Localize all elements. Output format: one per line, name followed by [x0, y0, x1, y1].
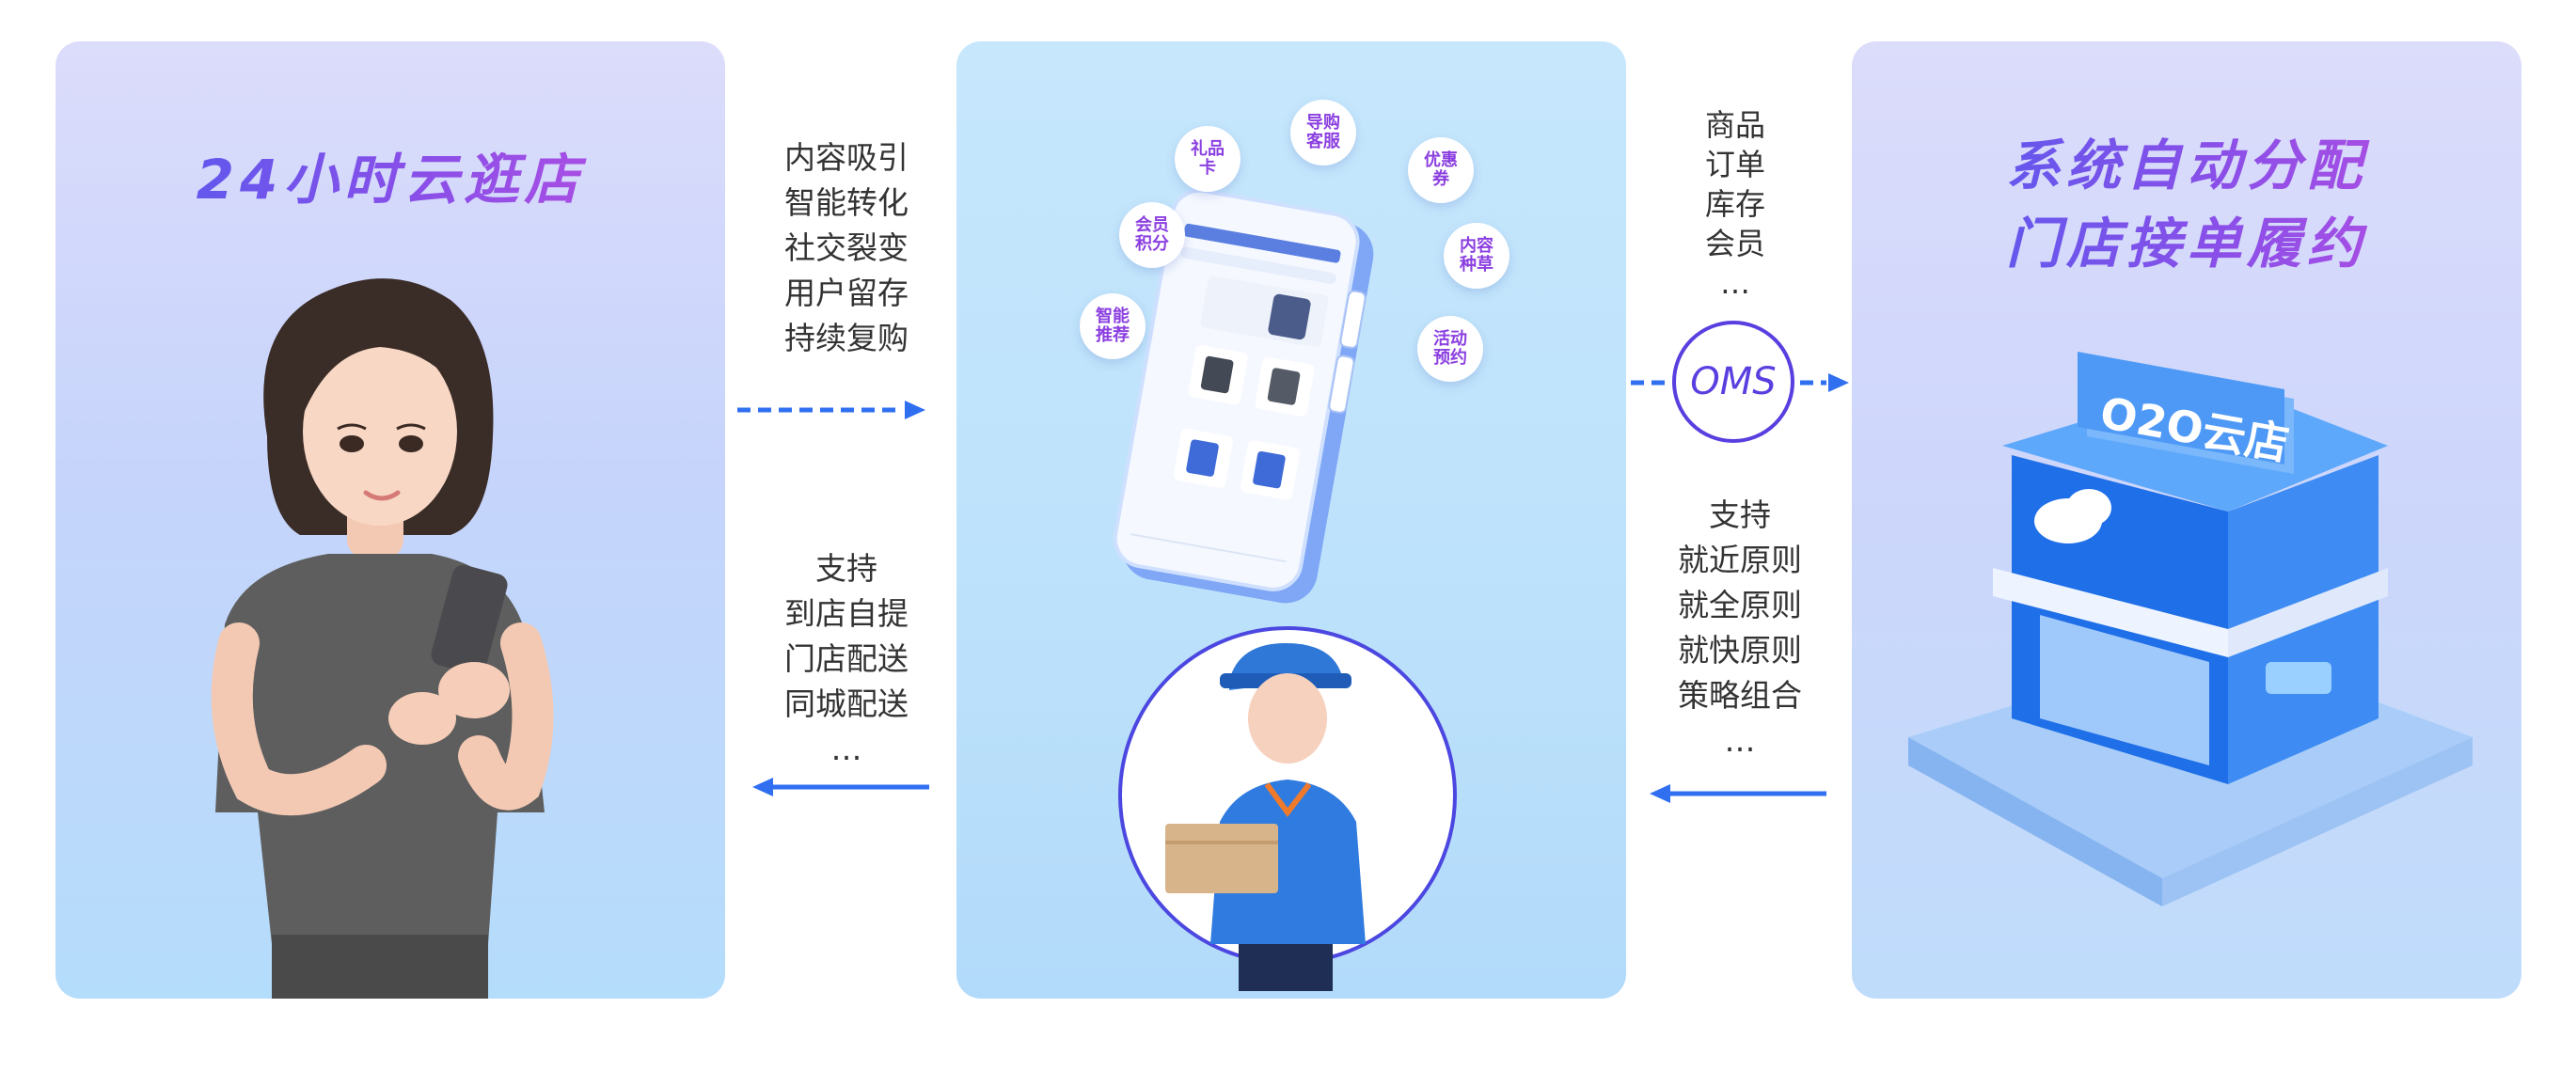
solid-arrow-left [752, 778, 929, 796]
strategy-item: … [1724, 722, 1756, 759]
strategy-item: 就近原则 [1678, 542, 1802, 578]
engagement-item: 社交裂变 [784, 229, 909, 266]
oms-input-item: 库存 [1704, 186, 1765, 222]
oms-node: OMS [1672, 321, 1794, 443]
engagement-item: 持续复购 [784, 320, 909, 356]
strategy-item: 策略组合 [1678, 677, 1802, 714]
left-panel-title: 24小时云逛店 [55, 135, 725, 214]
delivery-item: 支持 [815, 550, 877, 587]
delivery-item: 同城配送 [784, 685, 909, 722]
dashed-arrow-to-store [1631, 373, 1849, 392]
bubble-coupon: 优惠券 [1408, 137, 1474, 203]
delivery-item: 门店配送 [784, 640, 909, 677]
oms-label: OMS [1690, 360, 1777, 403]
courier-illustration [1118, 626, 1457, 991]
allocation-strategy-list: 支持 就近原则 就全原则 就快原则 策略组合 … [1665, 493, 1815, 764]
delivery-item: … [830, 731, 862, 767]
bubble-content-seeding: 内容种草 [1444, 223, 1509, 289]
phone-app-mockup [1113, 188, 1374, 604]
bubble-smart-recommend: 智能推荐 [1080, 293, 1146, 359]
left-panel: 24小时云逛店 [55, 41, 725, 999]
oms-inputs-list: 商品 订单 库存 会员 … [1679, 105, 1792, 303]
dashed-arrow-right [737, 401, 925, 419]
right-panel: 系统自动分配 门店接单履约 O2O云店 [1852, 41, 2521, 999]
bubble-gift-card: 礼品卡 [1175, 126, 1241, 192]
oms-input-item: 订单 [1704, 147, 1765, 182]
engagement-item: 智能转化 [784, 184, 909, 221]
bubble-event-booking: 活动预约 [1417, 316, 1483, 382]
engagement-item: 用户留存 [784, 275, 909, 311]
delivery-item: 到店自提 [784, 595, 909, 632]
oms-input-item: 商品 [1704, 107, 1765, 143]
strategy-item: 支持 [1709, 496, 1771, 533]
middle-panel: 礼品卡 导购客服 优惠券 会员积分 内容种草 智能推荐 活动预约 [956, 41, 1626, 999]
oms-input-item: … [1720, 265, 1750, 301]
bubble-shopping-guide: 导购客服 [1290, 100, 1356, 165]
strategy-item: 就全原则 [1678, 587, 1802, 623]
right-panel-title-line1: 系统自动分配 [1852, 121, 2521, 200]
engagement-item: 内容吸引 [784, 139, 909, 176]
engagement-list: 内容吸引 智能转化 社交裂变 用户留存 持续复购 [771, 135, 922, 361]
o2o-store-illustration: O2O云店 [1908, 352, 2473, 906]
strategy-item: 就快原则 [1678, 632, 1802, 669]
solid-arrow-from-store [1650, 784, 1826, 803]
oms-input-item: 会员 [1704, 226, 1765, 261]
right-panel-title-line2: 门店接单履约 [1852, 199, 2521, 278]
delivery-options-list: 支持 到店自提 门店配送 同城配送 … [771, 546, 922, 772]
bubble-member-points: 会员积分 [1119, 202, 1185, 268]
woman-with-phone-illustration [211, 278, 554, 999]
